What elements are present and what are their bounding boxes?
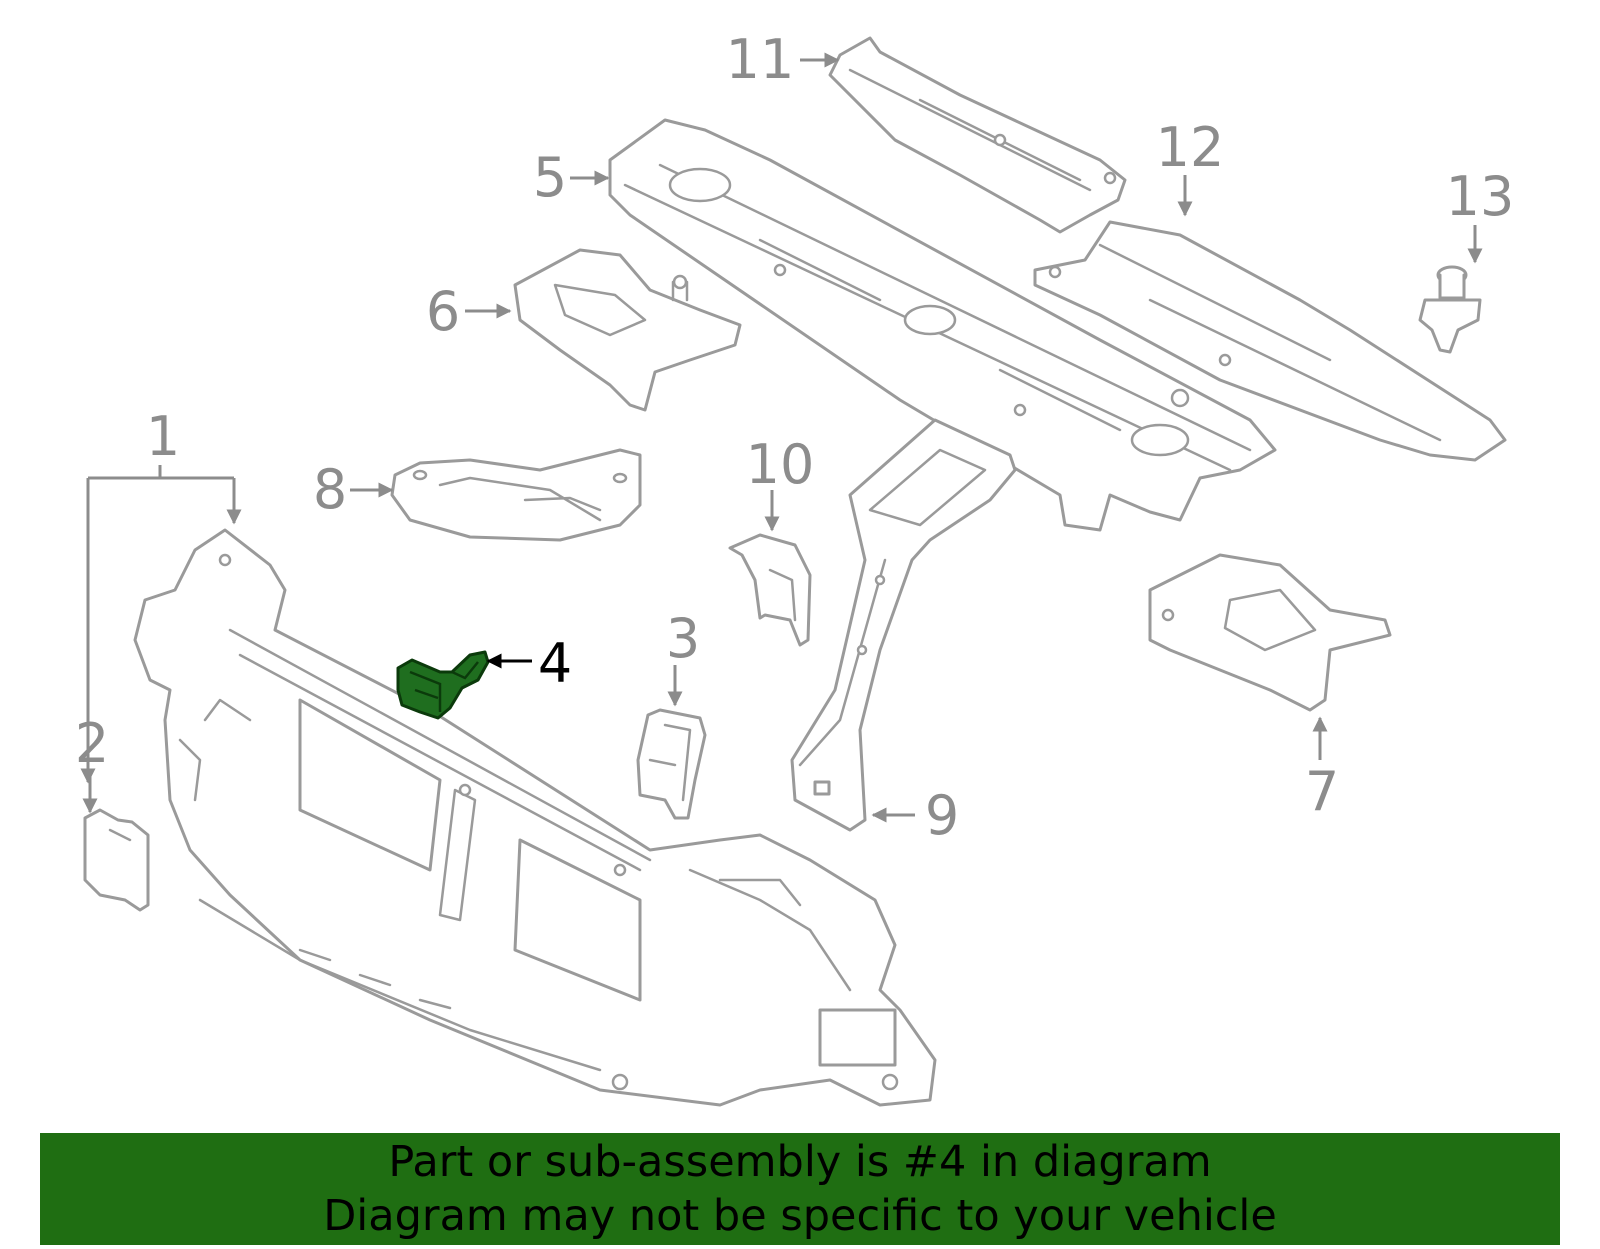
part-3-duct xyxy=(636,708,707,820)
callout-9: 9 xyxy=(925,784,959,847)
part-5-upper-tie-bar xyxy=(608,118,1277,532)
callout-4: 4 xyxy=(538,632,572,695)
leader-1 xyxy=(88,465,234,782)
part-4-highlighted-clip xyxy=(396,650,490,720)
callout-7: 7 xyxy=(1305,760,1339,823)
banner-line-2: Diagram may not be specific to your vehi… xyxy=(323,1191,1277,1241)
part-9-support xyxy=(790,418,1017,832)
callout-12: 12 xyxy=(1156,116,1225,179)
info-banner: Part or sub-assembly is #4 in diagram Di… xyxy=(40,1133,1560,1245)
part-1-radiator-support xyxy=(133,528,937,1107)
banner-line-1: Part or sub-assembly is #4 in diagram xyxy=(388,1137,1212,1187)
callout-labels: 1 2 3 4 5 6 7 8 9 10 11 12 13 xyxy=(75,28,1515,847)
part-11-air-deflector xyxy=(828,36,1127,234)
part-12-deflector xyxy=(1033,220,1507,462)
callout-1: 1 xyxy=(146,405,180,468)
part-7-bracket xyxy=(1148,553,1392,712)
callout-13: 13 xyxy=(1446,165,1515,228)
callout-2: 2 xyxy=(75,712,109,775)
callout-6: 6 xyxy=(426,280,460,343)
part-6-bracket xyxy=(513,248,742,412)
part-2-cover xyxy=(83,808,150,912)
part-13-push-clip xyxy=(1418,265,1482,354)
callout-10: 10 xyxy=(746,433,815,496)
leader-lines xyxy=(88,52,1483,823)
callout-5: 5 xyxy=(533,146,567,209)
callout-11: 11 xyxy=(726,28,795,91)
callout-3: 3 xyxy=(666,607,700,670)
callout-8: 8 xyxy=(313,458,347,521)
part-10-bracket xyxy=(728,533,812,647)
part-8-bracket xyxy=(390,448,642,542)
